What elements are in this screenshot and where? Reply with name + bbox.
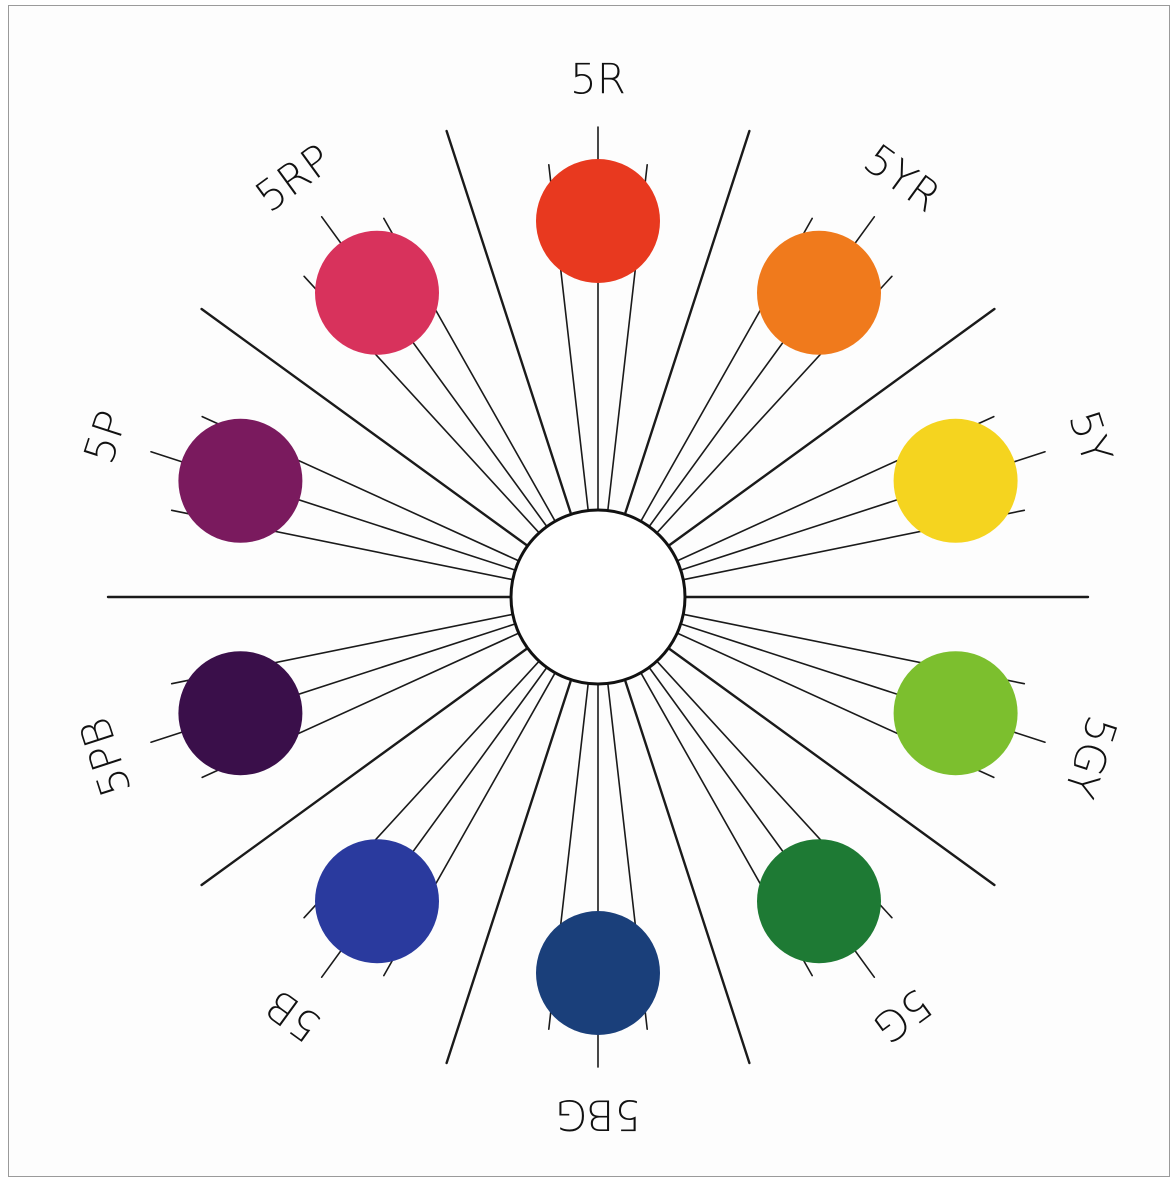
- hue-swatch-5g: [757, 839, 881, 964]
- hue-label-5g: 5G: [864, 979, 941, 1053]
- hue-swatch-5rp: [315, 230, 439, 355]
- boundary-spoke: [200, 307, 529, 548]
- boundary-spoke: [445, 678, 573, 1065]
- boundary-spoke: [445, 129, 573, 516]
- boundary-spoke: [200, 646, 529, 887]
- boundary-spoke: [623, 678, 751, 1065]
- hue-swatch-5y: [893, 418, 1018, 543]
- hue-label-5bg: 5BG: [555, 1091, 641, 1140]
- boundary-spoke: [667, 646, 996, 887]
- hue-swatch-5r: [536, 159, 660, 283]
- hue-swatch-5bg: [536, 911, 660, 1035]
- spokes: [106, 126, 1090, 1068]
- hue-label-5rp: 5RP: [246, 134, 341, 221]
- center-circle: [509, 508, 687, 686]
- hue-swatch-5p: [178, 418, 303, 543]
- hue-swatch-5yr: [757, 230, 881, 355]
- hue-label-5gy: 5GY: [1055, 710, 1127, 804]
- hue-label-5yr: 5YR: [855, 134, 950, 222]
- boundary-spoke: [667, 307, 996, 548]
- hue-label-5b: 5B: [257, 980, 330, 1052]
- hue-label-5pb: 5PB: [70, 712, 141, 803]
- hue-swatch-5b: [315, 839, 439, 964]
- hue-label-5p: 5P: [74, 405, 137, 470]
- hue-swatch-5gy: [893, 651, 1018, 776]
- boundary-spoke: [623, 129, 751, 516]
- hue-swatch-5pb: [178, 651, 303, 776]
- hue-label-5y: 5Y: [1059, 404, 1122, 469]
- hue-label-5r: 5R: [570, 55, 626, 104]
